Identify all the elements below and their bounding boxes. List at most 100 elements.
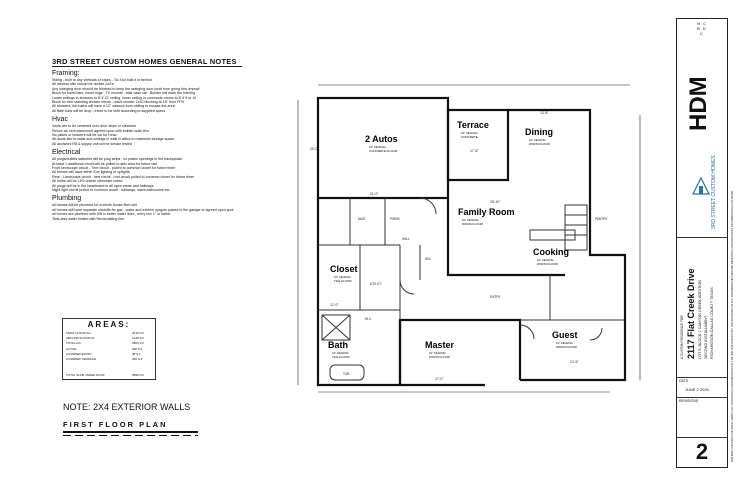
wall-east (520, 180, 627, 382)
room-ceiling-autos: 10' CEILING (369, 145, 386, 149)
city: RICHARDSON DALLAS COUNTY TEXAS (710, 287, 714, 359)
notes-line: Night light circuit pulled to common clo… (52, 188, 170, 192)
area-label: COVERED ENTRY (66, 351, 92, 356)
area-label: TOTAL A/C (66, 341, 81, 346)
dim-dining-width: 13'-8" (540, 111, 549, 115)
room-floor-terrace: CONCRETE (461, 135, 478, 139)
door-swing (399, 279, 415, 295)
area-value: 2416 S.F (132, 331, 145, 335)
notes-section-heading: Framing: (52, 70, 80, 77)
divider (677, 397, 727, 398)
notes-line: Block for towel bars, towel rings , TV m… (52, 91, 196, 96)
room-name-cooking: Cooking (533, 247, 569, 257)
divider (677, 377, 727, 378)
notes-line: All homes will have either Eve lighting … (52, 170, 130, 175)
room-ceiling-guest: 10' CEILING (556, 341, 573, 345)
area-label: SECOND FLOOR AC (66, 336, 95, 341)
hdm-logo: HDM (685, 76, 712, 131)
notes-line: Rear - Landscape circuit , tree circuit … (52, 174, 195, 179)
subdivision: LOT 6, BLOCK 1 CANYON CREEK ADDITION (698, 279, 702, 359)
notes-line: All showers, tub baths will have a 12" v… (52, 104, 175, 109)
label-mud: MUD (358, 217, 366, 221)
area-label: COVERED TERRACE (66, 357, 96, 361)
notes-line: No plates or headers will be cut for Hva… (52, 133, 117, 137)
notes-line: All bulbs will be LED unless otherwise n… (52, 179, 123, 184)
dim-family-width: 18'-10" (490, 200, 501, 204)
dim-bath-width: 12'-0" (330, 303, 339, 307)
room-name-dining: Dining (525, 127, 553, 137)
notes-title: 3RD STREET CUSTOM HOMES GENERAL NOTES (52, 57, 237, 66)
room-ceiling-bath: 10' CEILING (332, 351, 349, 355)
divider (677, 237, 727, 238)
notes-line: All ductwork R8 & supply unit will be sm… (52, 141, 132, 146)
room-ceiling-cooking: 10' CEILING (537, 258, 554, 262)
room-floor-bath: TILE FLOOR (332, 355, 350, 359)
wall-family (446, 198, 565, 277)
disclaimer: BUILDER / CONTRACTOR SHALL VERIFY ALL CO… (731, 190, 734, 462)
dim-master-width: 17'-0" (435, 377, 444, 381)
room-floor-autos: CONCRETE FLOOR (369, 149, 398, 153)
shower (321, 314, 351, 341)
notes-line: Tank-less water heater with Recirculatin… (52, 216, 124, 221)
area-value: 3864 S.F (132, 341, 145, 346)
area-label: FIRST FLOOR AC (66, 331, 91, 335)
room-ceiling-dining: 10' CEILING (529, 138, 546, 142)
notes-line: Vents are to be centered over door steps… (52, 124, 136, 129)
room-name-closet: Closet (330, 264, 358, 274)
label-entry: ENTRY (490, 295, 502, 299)
room-ceiling-closet: 10' CEILING (334, 275, 351, 279)
notes-line: All Bath tubs will be drop - frieze to b… (52, 108, 166, 113)
plan-title-rule (63, 431, 198, 433)
notes-line: All plugs/outlets switches will be plug … (52, 157, 183, 162)
residence-for: A CUSTOM RESIDENCE FOR (680, 315, 684, 359)
room-floor-guest: WOOD FLOOR (556, 345, 578, 349)
dim-autos-width: 21'-0" (370, 192, 379, 196)
plan-title-dash-rule (63, 435, 198, 436)
firm-logo (691, 174, 711, 196)
areas-title: AREAS: (87, 320, 131, 329)
stair (564, 204, 588, 251)
door-swing (589, 327, 603, 341)
revisions-label: REVISIONS (679, 399, 699, 403)
notes-line: At least 1 additional circuit will be pu… (52, 161, 158, 166)
dim-terrace-width: 17'-8" (470, 149, 479, 153)
notes-line: Any swinging door should be blocked to k… (52, 86, 200, 91)
room-floor-family: WOOD FLOOR (462, 222, 484, 226)
wall-dining (508, 108, 592, 180)
room-name-family: Family Room (458, 207, 515, 217)
room-floor-closet: TILE FLOOR (334, 279, 352, 283)
area-value: 3858 S.F (132, 373, 145, 377)
date-value: JUNE 2 2020 (685, 387, 709, 392)
label-tub: TUB (343, 372, 349, 376)
notes-line: All plugs will be in the baseboard in al… (52, 183, 154, 188)
wall-note: NOTE: 2X4 EXTERIOR WALLS (63, 402, 191, 412)
plan-title: FIRST FLOOR PLAN (63, 420, 168, 429)
wall-terrace (446, 108, 510, 182)
label-wic: WIC (425, 257, 432, 261)
title-block: N C B D C HDM 3RD STREET CUSTOM HOMES A … (676, 18, 728, 468)
notes-line: Front landscape circuit - Tree circuit -… (52, 166, 176, 170)
room-ceiling-terrace: 10' CEILING (461, 131, 478, 135)
ncbdc-label: N C B D C (697, 21, 707, 36)
area-label: TOTAL SLAB UNDER ROOF (66, 373, 105, 377)
area-value: 336 S.F (132, 357, 143, 361)
room-floor-cooking: WOOD FLOOR (537, 262, 559, 266)
area-value: 1448 S.F (132, 336, 145, 341)
bathtub (329, 364, 365, 381)
label-wc: W.C. (365, 317, 372, 321)
area-label: AUTOS (66, 346, 77, 351)
room-name-terrace: Terrace (457, 120, 489, 130)
room-floor-master: WOOD FLOOR (429, 355, 451, 359)
dim-guest-width: 12'-6" (570, 360, 579, 364)
notes-section-heading: Plumbing (52, 195, 82, 203)
door-swing (419, 197, 437, 215)
notes-line: all homes will be plumbed for a whole ho… (52, 203, 138, 208)
installment: SECOND INSTALLMENT (704, 315, 708, 359)
area-value: 460 S.F (132, 346, 143, 351)
notes-line: Siding - built to any verticals or stair… (52, 78, 152, 82)
dim-autos-depth: 20'-0" (310, 147, 319, 151)
notes-section-heading: Hvac (52, 116, 68, 124)
divider (677, 437, 727, 438)
